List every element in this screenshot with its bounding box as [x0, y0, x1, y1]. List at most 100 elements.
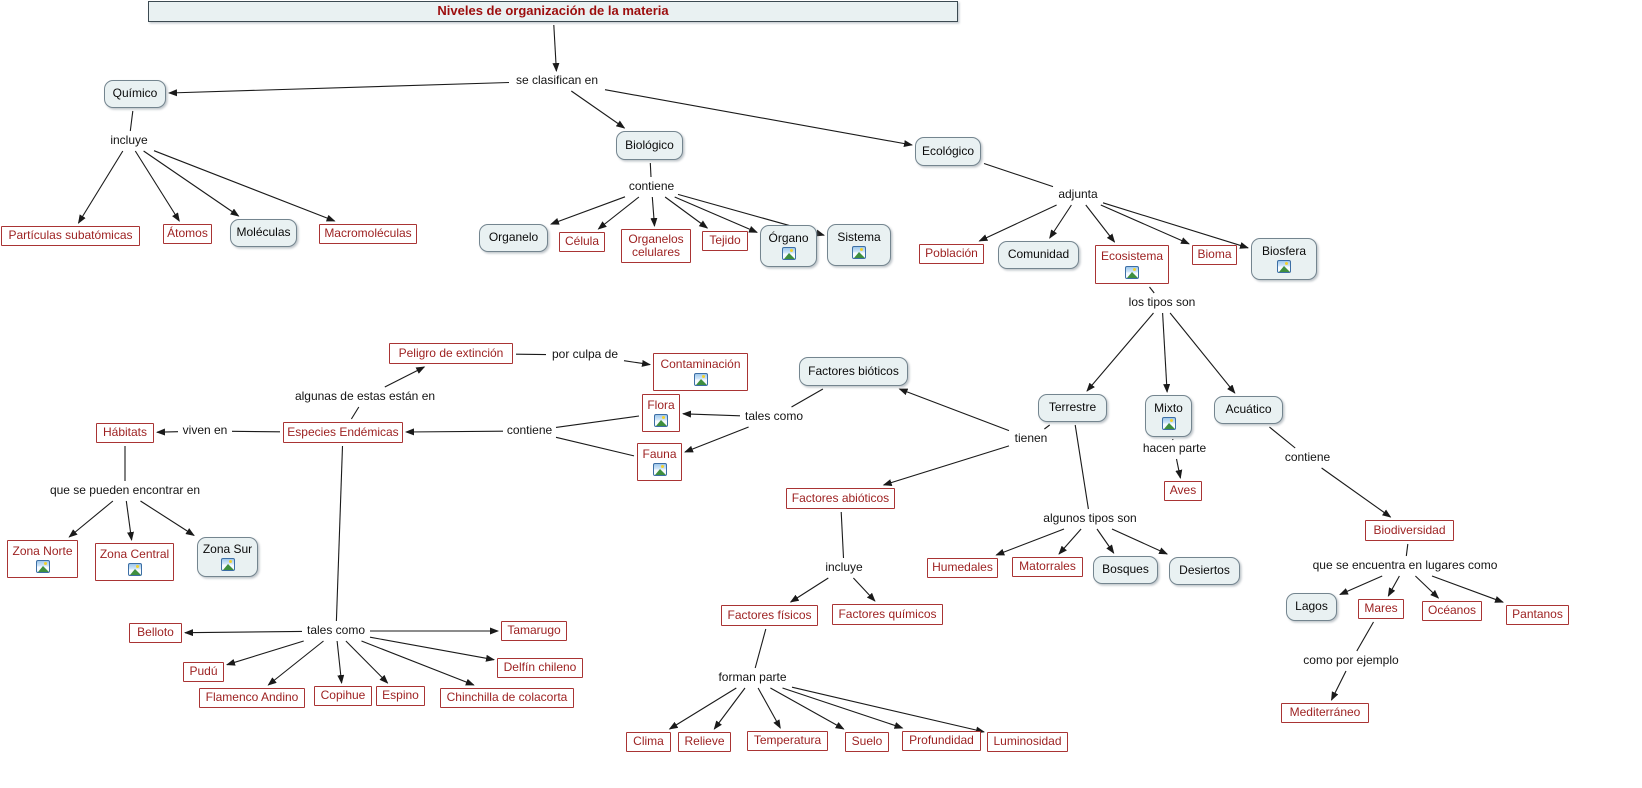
concept-node-celula[interactable]: Célula: [559, 232, 605, 252]
linking-phrase-como_ejemplo: como por ejemplo: [1299, 653, 1403, 668]
concept-node-temperatura[interactable]: Temperatura: [747, 731, 828, 751]
concept-node-desiertos[interactable]: Desiertos: [1169, 557, 1240, 585]
node-label: Especies Endémicas: [287, 424, 399, 439]
concept-node-fauna[interactable]: Fauna: [637, 443, 682, 481]
resource-image-icon[interactable]: [652, 463, 667, 477]
concept-node-chinchilla[interactable]: Chinchilla de colacorta: [440, 688, 574, 708]
node-label: Temperatura: [753, 733, 822, 748]
concept-node-organo[interactable]: Órgano: [760, 225, 817, 267]
concept-node-biodiversidad[interactable]: Biodiversidad: [1365, 520, 1454, 541]
concept-node-f_abioticos[interactable]: Factores abióticos: [786, 488, 895, 509]
concept-node-particulas[interactable]: Partículas subatómicas: [1, 226, 140, 246]
edge-terrestre-tienen: [1044, 424, 1051, 430]
concept-node-clima[interactable]: Clima: [626, 732, 671, 752]
concept-node-aves[interactable]: Aves: [1164, 481, 1202, 501]
node-label: Zona Sur: [202, 541, 253, 556]
resource-image-icon[interactable]: [35, 560, 50, 574]
concept-node-zona_norte[interactable]: Zona Norte: [7, 540, 78, 578]
concept-node-profundidad[interactable]: Profundidad: [902, 731, 981, 751]
edge-tienen-f_bioticos: [898, 388, 1010, 432]
map-title-title[interactable]: Niveles de organización de la materia: [148, 1, 958, 22]
edge-forman_parte-temperatura: [757, 687, 781, 729]
concept-node-contaminacion[interactable]: Contaminación: [653, 353, 748, 391]
edge-contiene_bio-celula: [597, 196, 640, 230]
concept-node-tejido[interactable]: Tejido: [702, 231, 748, 251]
edge-especies-algunas_estas: [350, 406, 360, 420]
concept-node-suelo[interactable]: Suelo: [845, 732, 889, 752]
concept-node-lagos[interactable]: Lagos: [1286, 593, 1337, 621]
concept-node-flamenco[interactable]: Flamenco Andino: [199, 688, 305, 708]
concept-node-organelos_cel[interactable]: Organelos celulares: [621, 229, 691, 263]
resource-image-icon[interactable]: [781, 247, 796, 261]
concept-node-especies[interactable]: Especies Endémicas: [283, 422, 403, 443]
node-label: contiene: [1284, 450, 1331, 465]
concept-node-delfin[interactable]: Delfín chileno: [497, 658, 583, 678]
concept-node-flora[interactable]: Flora: [642, 394, 680, 432]
node-label: Lagos: [1295, 599, 1328, 614]
concept-node-terrestre[interactable]: Terrestre: [1038, 394, 1107, 422]
concept-node-macromoleculas[interactable]: Macromoléculas: [319, 224, 417, 244]
node-label: incluye: [110, 133, 148, 148]
concept-node-copihue[interactable]: Copihue: [314, 686, 372, 706]
concept-node-moleculas[interactable]: Moléculas: [230, 219, 297, 247]
concept-node-matorrales[interactable]: Matorrales: [1012, 557, 1083, 577]
edge-tienen-f_abioticos: [882, 445, 1010, 486]
concept-node-ecologico[interactable]: Ecológico: [915, 137, 981, 166]
concept-node-espino[interactable]: Espino: [376, 686, 425, 706]
resource-image-icon[interactable]: [1277, 260, 1291, 274]
resource-image-icon[interactable]: [1125, 265, 1139, 279]
edge-incluye_q-atomos: [134, 150, 180, 222]
concept-node-zona_sur[interactable]: Zona Sur: [197, 537, 258, 577]
resource-image-icon[interactable]: [220, 558, 235, 572]
concept-node-organelo[interactable]: Organelo: [479, 224, 548, 252]
node-label: Flamenco Andino: [205, 690, 299, 705]
concept-node-bioma[interactable]: Bioma: [1192, 245, 1237, 265]
concept-node-habitats[interactable]: Hábitats: [96, 423, 154, 443]
concept-node-pantanos[interactable]: Pantanos: [1506, 605, 1569, 625]
resource-image-icon[interactable]: [654, 414, 668, 428]
node-label: Tamarugo: [507, 623, 561, 638]
resource-image-icon[interactable]: [693, 373, 708, 387]
node-label: Químico: [112, 86, 158, 101]
edge-los_tipos-acuatico: [1169, 312, 1236, 394]
concept-node-mediterraneo[interactable]: Mediterráneo: [1281, 703, 1369, 723]
concept-node-relieve[interactable]: Relieve: [678, 732, 731, 752]
concept-node-ecosistema[interactable]: Ecosistema: [1095, 245, 1169, 284]
concept-node-comunidad[interactable]: Comunidad: [998, 241, 1079, 269]
concept-node-tamarugo[interactable]: Tamarugo: [501, 621, 567, 641]
concept-node-luminosidad[interactable]: Luminosidad: [987, 732, 1068, 752]
concept-node-acuatico[interactable]: Acuático: [1214, 396, 1283, 424]
resource-image-icon[interactable]: [1161, 417, 1176, 431]
concept-node-mares[interactable]: Mares: [1358, 599, 1404, 619]
concept-node-mixto[interactable]: Mixto: [1145, 395, 1192, 437]
concept-node-f_quimicos[interactable]: Factores químicos: [832, 604, 943, 625]
concept-node-zona_central[interactable]: Zona Central: [95, 543, 174, 581]
node-label: Población: [925, 246, 978, 261]
edge-algunos_tipos-matorrales: [1058, 528, 1082, 555]
edge-adjunta-bioma: [1100, 204, 1190, 245]
concept-node-peligro[interactable]: Peligro de extinción: [389, 343, 513, 364]
concept-node-biologico[interactable]: Biológico: [616, 131, 683, 160]
concept-node-bosques[interactable]: Bosques: [1093, 556, 1158, 584]
concept-node-f_fisicos[interactable]: Factores físicos: [721, 605, 818, 626]
concept-node-pudu[interactable]: Pudú: [183, 662, 224, 682]
concept-node-belloto[interactable]: Belloto: [129, 623, 182, 643]
concept-node-oceanos[interactable]: Océanos: [1422, 601, 1482, 621]
concept-node-poblacion[interactable]: Población: [919, 244, 984, 264]
edge-que_pueden-zona_norte: [68, 500, 114, 538]
node-label: Belloto: [137, 625, 174, 640]
node-label: Niveles de organización de la materia: [437, 3, 669, 19]
concept-node-sistema[interactable]: Sistema: [827, 224, 891, 266]
node-label: Biológico: [625, 137, 674, 152]
concept-node-humedales[interactable]: Humedales: [927, 558, 998, 578]
concept-node-biosfera[interactable]: Biosfera: [1251, 238, 1317, 280]
resource-image-icon[interactable]: [127, 563, 142, 577]
linking-phrase-adjunta: adjunta: [1056, 187, 1100, 202]
node-label: Organelos celulares: [628, 231, 684, 259]
node-label: Hábitats: [102, 425, 148, 440]
node-label: Ecológico: [921, 143, 975, 158]
concept-node-f_bioticos[interactable]: Factores bióticos: [799, 357, 908, 386]
concept-node-atomos[interactable]: Átomos: [163, 224, 212, 244]
resource-image-icon[interactable]: [852, 246, 866, 260]
concept-node-quimico[interactable]: Químico: [104, 80, 166, 108]
